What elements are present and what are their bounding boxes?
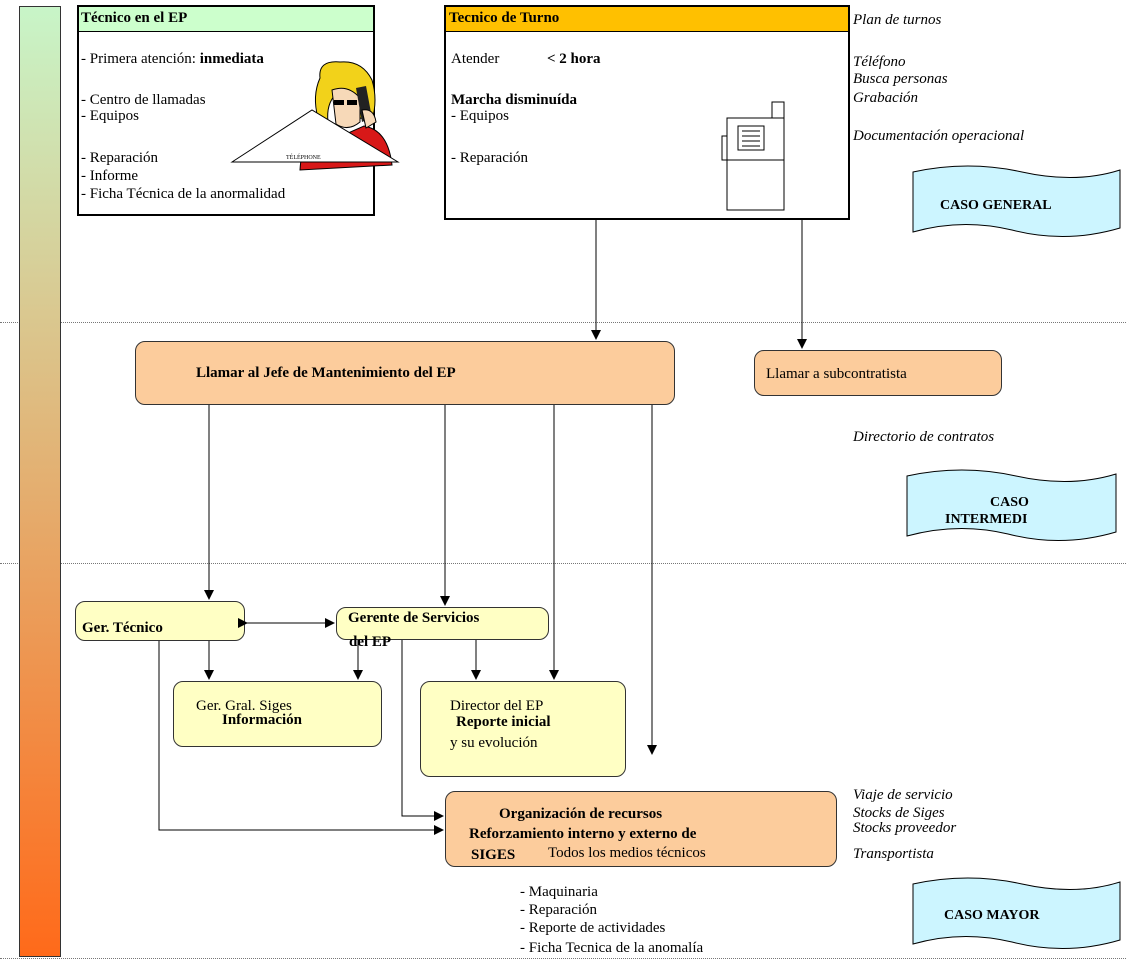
node-director-label-1: Director del EP: [450, 698, 544, 714]
tecnico-ep-line3: - Equipos: [81, 108, 139, 124]
note-transportista: Transportista: [853, 846, 934, 862]
node-ger-tecnico: [75, 601, 245, 641]
node-gerente-servicios-clip: del EP: [340, 628, 460, 650]
tecnico-ep-line2: - Centro de llamadas: [81, 92, 206, 108]
banner-intermedio-label-1: CASO: [990, 495, 1029, 510]
note-documentacion: Documentación operacional: [853, 128, 1025, 144]
banner-general-label: CASO GENERAL: [940, 198, 1052, 213]
tecnico-turno-header: [446, 7, 848, 32]
tecnico-ep-line6: - Ficha Técnica de la anormalidad: [81, 186, 286, 202]
tecnico-ep-line1: - Primera atención: inmediata: [81, 51, 264, 67]
atender-value: < 2 hora: [547, 51, 601, 67]
note-stocks-proveedor: Stocks proveedor: [853, 820, 957, 836]
severity-gradient-bar: [19, 6, 61, 957]
atender-label: Atender: [451, 51, 500, 67]
node-director-ep: [420, 681, 626, 777]
node-org-label-3: SIGES: [471, 847, 516, 863]
tecnico-ep-line5: - Informe: [81, 168, 139, 184]
note-grabacion: Grabación: [853, 90, 918, 106]
separator-bottom: [0, 958, 1126, 959]
note-plan-turnos: Plan de turnos: [853, 12, 942, 28]
node-organizacion-recursos: [445, 791, 837, 867]
tecnico-turno-title: Tecnico de Turno: [449, 10, 560, 26]
note-stocks-siges: Stocks de Siges: [853, 805, 945, 821]
separator-general: [0, 322, 1126, 323]
node-director-label-2: Reporte inicial: [456, 714, 551, 730]
note-telefono: Téléfono: [853, 54, 906, 70]
node-ger-gral-label-2: Información: [222, 712, 302, 728]
node-gerente-servicios-label-2: del EP: [349, 634, 392, 650]
tecnico-ep-header: [79, 7, 373, 32]
bottom-list-1: - Maquinaria: [520, 884, 598, 900]
banner-mayor-label: CASO MAYOR: [944, 908, 1040, 923]
node-org-label-3b: Todos los medios técnicos: [548, 845, 706, 861]
note-directorio: Directorio de contratos: [853, 429, 995, 445]
marcha-label: Marcha disminuída: [451, 92, 577, 108]
node-director-label-3: y su evolución: [450, 735, 538, 751]
node-ger-tecnico-label: Ger. Técnico: [82, 620, 163, 636]
node-llamar-subcontratista: [754, 350, 1002, 396]
tecnico-ep-title: Técnico en el EP: [81, 10, 188, 26]
node-llamar-subcontratista-label: Llamar a subcontratista: [766, 366, 907, 382]
tecnico-turno-line2: - Reparación: [451, 150, 529, 166]
banner-intermedio-label-2: INTERMEDI: [945, 512, 1028, 527]
telephone-label: TÉLÉPHONE: [286, 155, 321, 161]
note-busca-personas: Busca personas: [853, 71, 948, 87]
separator-intermedio: [0, 563, 1126, 564]
bottom-list-3: - Reporte de actividades: [520, 920, 666, 936]
bottom-list-2: - Reparación: [520, 902, 598, 918]
note-viaje: Viaje de servicio: [853, 787, 953, 803]
node-org-siges-clip: SIGES: [468, 842, 528, 863]
node-gerente-servicios-label-1: Gerente de Servicios: [348, 610, 480, 626]
node-org-label-2: Reforzamiento interno y externo de: [469, 826, 697, 842]
tecnico-turno-line1: - Equipos: [451, 108, 509, 124]
node-llamar-jefe: [135, 341, 675, 405]
tecnico-ep-line4: - Reparación: [81, 150, 159, 166]
node-org-label-1: Organización de recursos: [499, 806, 663, 822]
bottom-list-4: - Ficha Tecnica de la anomalía: [520, 940, 704, 956]
node-llamar-jefe-label: Llamar al Jefe de Mantenimiento del EP: [196, 365, 456, 381]
node-gerente-servicios: [336, 607, 549, 640]
